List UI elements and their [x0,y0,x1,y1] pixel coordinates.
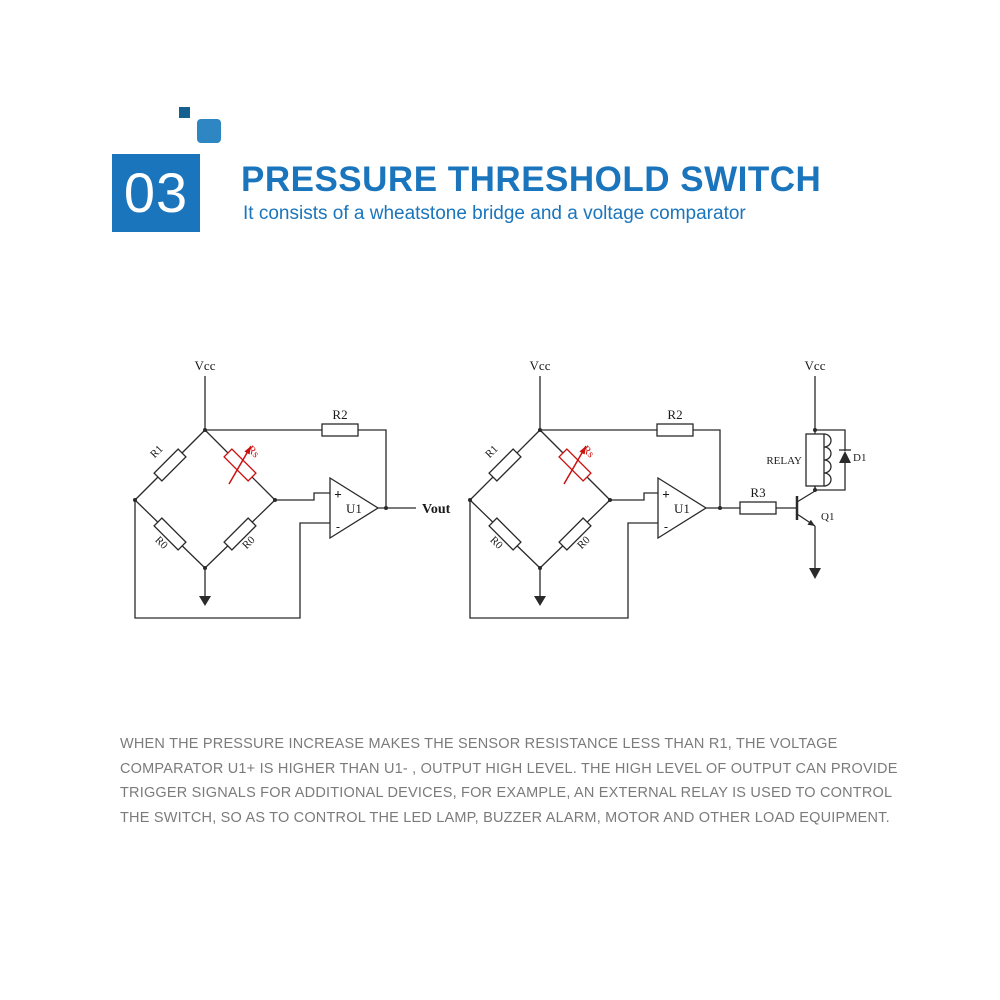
junction-dot [384,506,388,510]
diode-d1 [839,451,851,463]
section-number-badge: 03 [112,154,200,232]
resistor-r2-right [656,423,694,437]
rs-label-right: Rs [580,444,597,461]
page-subtitle: It consists of a wheatstone bridge and a… [243,203,746,224]
vout-label: Vout [422,502,451,517]
opamp-minus-left: - [334,520,341,534]
relay-coil [805,433,825,487]
junction-dot [718,506,722,510]
resistor-r2-left [321,423,359,437]
u1-label-right: U1 [674,501,690,516]
u1-label-left: U1 [346,501,362,516]
opamp-right [657,476,708,540]
opamp-left [329,476,380,540]
r2-label-right: R2 [667,407,682,422]
vcc-label-relay: Vcc [805,358,826,373]
description: WHEN THE PRESSURE INCREASE MAKES THE SEN… [120,732,930,830]
wheatstone-bridge-right [467,375,613,607]
d1-label: D1 [853,452,866,464]
decor-square-small [179,107,190,118]
page-title: PRESSURE THRESHOLD SWITCH [241,160,822,199]
description-line-1: WHEN THE PRESSURE INCREASE MAKES THE SEN… [120,736,838,752]
opamp-minus-right: - [662,520,669,534]
relay-label: RELAY [766,455,802,467]
r1-label-right: R1 [483,443,501,461]
wiring-right [469,376,851,619]
vcc-label-left: Vcc [195,358,216,373]
vcc-label-right: Vcc [530,358,551,373]
circuit-right: Vcc R1 Rs R0 R0 R2 + - U1 R3 Q1 RELAY D1… [467,358,866,619]
section-number: 03 [123,161,189,224]
wheatstone-bridge-left [132,375,278,607]
description-line-2: COMPARATOR U1+ IS HIGHER THAN U1- , OUTP… [120,760,898,777]
r3-label: R3 [750,485,765,500]
opamp-plus-right: + [662,487,669,501]
description-line-3: TRIGGER SIGNALS FOR ADDITIONAL DEVICES, … [120,785,893,802]
circuit-left: Vcc R1 Rs R0 R0 R2 + - U1 Vout [132,358,451,619]
opamp-plus-left: + [334,487,341,501]
r2-label-left: R2 [332,407,347,422]
wiring-left [134,423,416,619]
ground-arrow [809,568,821,579]
q1-label: Q1 [821,511,834,523]
description-line-4: THE SWITCH, SO AS TO CONTROL THE LED LAM… [120,809,890,826]
decor-square-medium [197,119,221,143]
rs-label-left: Rs [245,444,262,461]
r1-label-left: R1 [148,443,166,461]
circuit-diagram: Vcc R1 Rs R0 R0 R2 + - U1 Vout [132,358,866,619]
resistor-r3 [739,501,777,515]
